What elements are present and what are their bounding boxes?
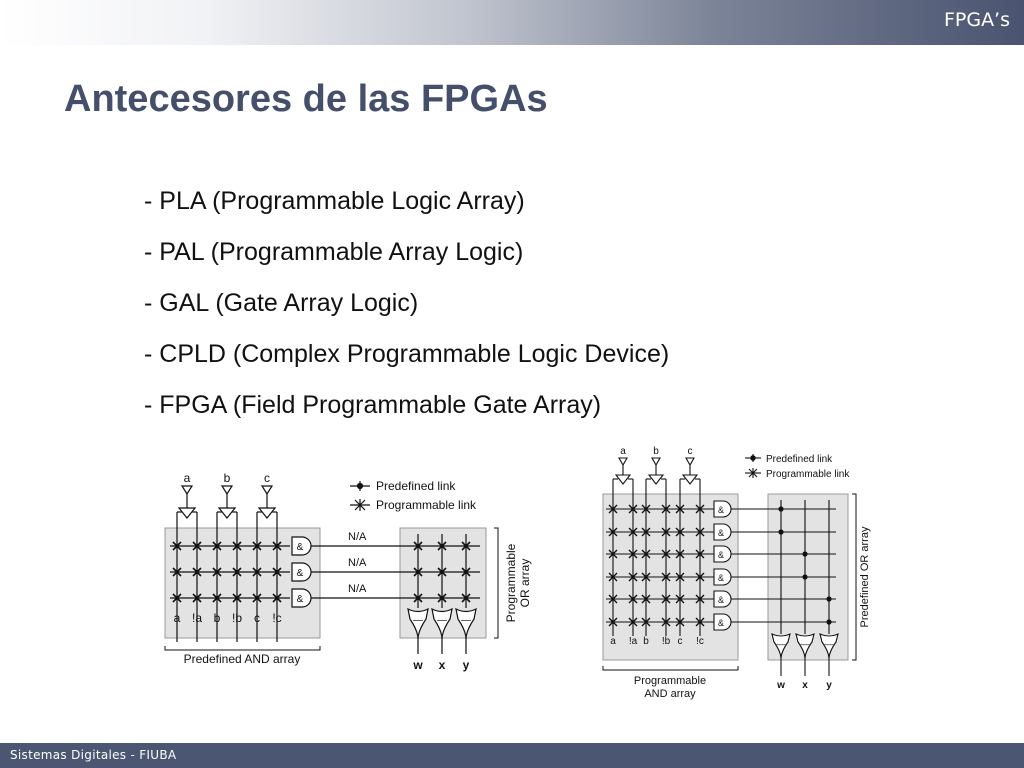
and-gate-6-label: & [718, 618, 724, 628]
and-gate-2-label: & [297, 568, 304, 579]
column-label-not-c: !c [272, 611, 281, 625]
or-array-label-line1: Programmable [504, 543, 518, 622]
output-label-x: x [802, 680, 808, 691]
or-array-label-line2: OR array [518, 559, 532, 608]
and-gates [291, 536, 312, 608]
or-link-marks [413, 541, 471, 603]
column-label-not-a: !a [192, 611, 202, 625]
and-link-marks [608, 504, 705, 627]
or-gate-2-label: — [801, 639, 810, 649]
or-gates [771, 633, 839, 676]
bullet-item-fpga: - FPGA (Field Programmable Gate Array) [144, 391, 602, 419]
or-gate-1-label: — [777, 639, 786, 649]
column-label-a: a [610, 636, 616, 647]
output-label-w: w [776, 680, 785, 691]
and-array-label-line1: Programmable [634, 675, 706, 687]
bullet-item-cpld: - CPLD (Complex Programmable Logic Devic… [144, 340, 670, 368]
na-label-2: N/A [348, 557, 367, 569]
and-gate-4-label: & [718, 573, 724, 583]
column-label-b: b [643, 636, 649, 647]
or-gate-2-label: — [437, 615, 447, 626]
input-buffers [176, 485, 278, 642]
legend-predefined-link: Predefined link [766, 454, 833, 465]
na-label-3: N/A [348, 583, 367, 595]
input-label-a: a [620, 446, 626, 457]
column-label-c: c [678, 636, 683, 647]
and-array-label: Predefined AND array [184, 652, 301, 666]
section-header: FPGA’s [943, 9, 1010, 31]
column-label-c: c [254, 611, 260, 625]
input-label-c: c [264, 471, 270, 485]
or-gate-1-label: — [413, 615, 423, 626]
footer-bar: Sistemas Digitales - FIUBA [0, 743, 1024, 768]
and-gate-1-label: & [718, 505, 724, 515]
slide-title: Antecesores de las FPGAs [64, 78, 548, 120]
legend-marks [745, 454, 761, 478]
bullet-item-pla: - PLA (Programmable Logic Array) [144, 187, 525, 215]
bullet-list: - PLA (Programmable Logic Array) - PAL (… [144, 176, 669, 431]
column-label-a: a [174, 611, 181, 625]
input-label-a: a [184, 471, 191, 485]
and-rows [606, 508, 714, 623]
or-gate-3-label: — [825, 639, 834, 649]
and-rows [170, 545, 290, 599]
legend-programmable-link: Programmable link [766, 469, 850, 480]
and-gate-1-label: & [297, 542, 304, 553]
output-label-x: x [439, 658, 446, 672]
and-array-label-line2: AND array [644, 688, 696, 700]
and-gate-2-label: & [718, 528, 724, 538]
pla-diagram: a b c & & & & & & [602, 446, 871, 700]
and-link-marks [172, 541, 282, 603]
legend-predefined-link: Predefined link [376, 479, 456, 493]
input-label-b: b [653, 446, 659, 457]
na-label-1: N/A [348, 531, 367, 543]
column-label-not-b: !b [232, 611, 242, 625]
and-gate-3-label: & [297, 594, 304, 605]
or-gate-3-label: — [461, 615, 471, 626]
output-label-y: y [826, 680, 832, 691]
pal-diagram: a b c & & & [164, 471, 532, 672]
and-gate-3-label: & [718, 550, 724, 560]
legend-programmable-link: Programmable link [376, 498, 477, 512]
bullet-item-gal: - GAL (Gate Array Logic) [144, 289, 419, 317]
or-gates [407, 607, 477, 654]
and-gate-5-label: & [718, 595, 724, 605]
input-label-b: b [224, 471, 231, 485]
output-label-y: y [463, 658, 470, 672]
output-label-w: w [412, 658, 423, 672]
or-array-label: Predefined OR array [859, 526, 871, 627]
top-banner: FPGA’s [0, 0, 1024, 45]
predefined-dots [778, 506, 832, 625]
column-label-not-b: !b [662, 636, 671, 647]
bullet-item-pal: - PAL (Programmable Array Logic) [144, 238, 524, 266]
legend-marks [350, 481, 370, 511]
input-buffers [612, 457, 701, 636]
footer-label: Sistemas Digitales - FIUBA [10, 748, 177, 762]
and-gates [713, 500, 732, 631]
column-label-not-a: !a [629, 636, 638, 647]
column-label-b: b [214, 611, 221, 625]
input-label-c: c [688, 446, 693, 457]
column-label-not-c: !c [696, 636, 704, 647]
